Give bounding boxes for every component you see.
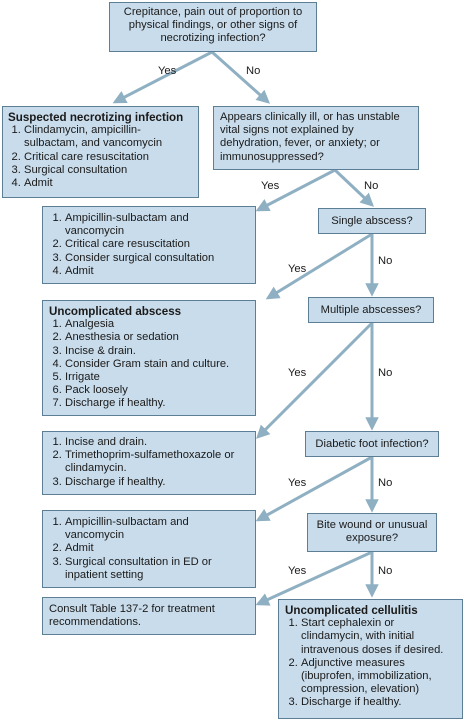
list-item: Admit (24, 177, 193, 190)
q1-no-label: No (246, 65, 261, 77)
consult-text: Consult Table 137-2 for treatment recomm… (49, 603, 215, 629)
list-item: Surgical consultation in ED or inpatient… (65, 556, 249, 582)
q3-single-abscess-question: Single abscess? (318, 208, 426, 234)
q1-text: Crepitance, pain out of proportion to ph… (123, 6, 303, 45)
arrow-q3-yes (265, 232, 373, 300)
q5-diabetic-foot-question: Diabetic foot infection? (305, 431, 439, 457)
list-item: Admit (65, 265, 249, 278)
list-item: Admit (65, 542, 249, 555)
q2-clinically-ill-question: Appears clinically ill, or has unstable … (213, 106, 419, 170)
list-item: Start cephalexin or clindamycin, with in… (301, 617, 456, 657)
q4-multiple-abscesses-question: Multiple abscesses? (308, 297, 434, 323)
list-item: Adjunctive measures (ibuprofen, immobili… (301, 657, 456, 697)
uncomplicated-cellulitis-box: Uncomplicated cellulitis Start cephalexi… (278, 599, 463, 719)
uncomplicated-abscess-list: Analgesia Anesthesia or sedation Incise … (49, 318, 249, 410)
arrow-q2-no (333, 168, 374, 207)
q1-necrotizing-question: Crepitance, pain out of proportion to ph… (109, 2, 317, 52)
list-item: Discharge if healthy. (65, 476, 249, 489)
q3-text: Single abscess? (331, 215, 413, 227)
multiple-abscesses-box: Incise and drain. Trimethoprim-sulfameth… (42, 431, 256, 495)
necrotizing-box: Suspected necrotizing infection Clindamy… (2, 106, 199, 198)
uncomplicated-abscess-title: Uncomplicated abscess (49, 305, 182, 318)
arrow-q5-yes (255, 455, 373, 522)
arrow-q1-yes (112, 50, 213, 104)
list-item: Discharge if healthy. (301, 696, 456, 709)
q6-text: Bite wound or unusual exposure? (316, 519, 428, 545)
necrotizing-list: Clindamycin, ampicillin-sulbactam, and v… (8, 124, 193, 190)
q2-no-label: No (364, 180, 379, 192)
list-item: Trimethoprim-sulfamethoxazole or clindam… (65, 449, 249, 475)
q4-yes-label: Yes (288, 367, 307, 379)
q3-yes-label: Yes (288, 263, 307, 275)
q2-yes-label: Yes (261, 180, 280, 192)
consult-table-box: Consult Table 137-2 for treatment recomm… (42, 597, 256, 635)
clinically-ill-box: Ampicillin-sulbactam and vancomycin Crit… (42, 206, 256, 284)
q4-text: Multiple abscesses? (320, 304, 422, 316)
uncomplicated-cellulitis-list: Start cephalexin or clindamycin, with in… (285, 617, 456, 709)
arrow-q6-yes (255, 550, 373, 606)
list-item: Clindamycin, ampicillin-sulbactam, and v… (24, 124, 193, 150)
list-item: Anesthesia or sedation (65, 331, 249, 344)
list-item: Incise & drain. (65, 345, 249, 358)
q6-yes-label: Yes (288, 565, 307, 577)
q5-yes-label: Yes (288, 477, 307, 489)
list-item: Discharge if healthy. (65, 397, 249, 410)
q4-no-label: No (378, 367, 393, 379)
list-item: Ampicillin-sulbactam and vancomycin (65, 516, 249, 542)
diabetic-foot-box: Ampicillin-sulbactam and vancomycin Admi… (42, 510, 256, 588)
list-item: Ampicillin-sulbactam and vancomycin (65, 212, 249, 238)
list-item: Consider surgical consultation (65, 252, 249, 265)
arrow-q1-no (211, 50, 271, 104)
uncomplicated-cellulitis-title: Uncomplicated cellulitis (285, 604, 418, 617)
list-item: Analgesia (65, 318, 249, 331)
list-item: Consider Gram stain and culture. (65, 358, 249, 371)
multiple-abscesses-list: Incise and drain. Trimethoprim-sulfameth… (49, 436, 249, 489)
arrow-q4-yes (256, 321, 374, 439)
q1-yes-label: Yes (158, 65, 177, 77)
list-item: Pack loosely (65, 384, 249, 397)
q3-no-label: No (378, 255, 393, 267)
necrotizing-title: Suspected necrotizing infection (8, 111, 184, 124)
list-item: Irrigate (65, 371, 249, 384)
q2-text: Appears clinically ill, or has unstable … (220, 111, 400, 163)
diabetic-foot-list: Ampicillin-sulbactam and vancomycin Admi… (49, 516, 249, 582)
q6-no-label: No (378, 565, 393, 577)
uncomplicated-abscess-box: Uncomplicated abscess Analgesia Anesthes… (42, 300, 256, 416)
list-item: Critical care resuscitation (24, 151, 193, 164)
arrow-q2-yes (255, 168, 336, 212)
q5-no-label: No (378, 477, 393, 489)
list-item: Critical care resuscitation (65, 238, 249, 251)
list-item: Incise and drain. (65, 436, 249, 449)
list-item: Surgical consultation (24, 164, 193, 177)
clinically-ill-list: Ampicillin-sulbactam and vancomycin Crit… (49, 212, 249, 278)
q5-text: Diabetic foot infection? (315, 438, 429, 450)
q6-bite-wound-question: Bite wound or unusual exposure? (307, 513, 437, 552)
